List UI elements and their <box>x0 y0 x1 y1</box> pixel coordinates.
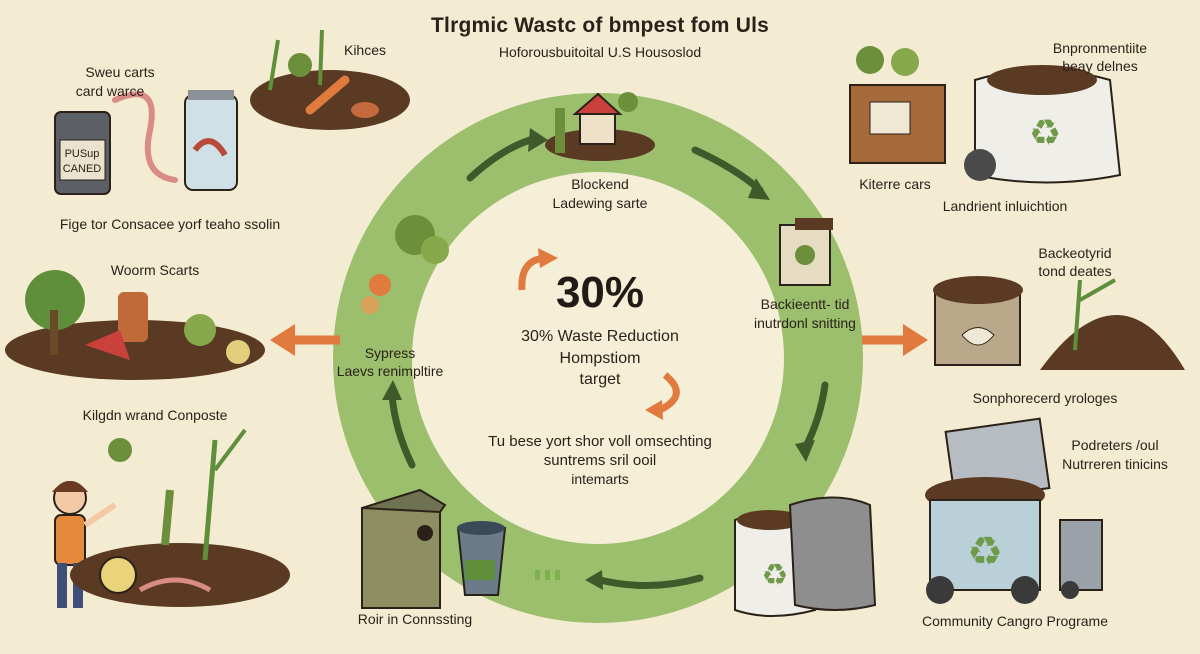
house-illustration <box>545 92 655 161</box>
label-ring-left-1: Sypress <box>364 345 416 361</box>
orange-arrow-right <box>862 324 928 356</box>
can-label-1: PUSup <box>64 148 100 160</box>
label-left-upper: Fige tor Consacee yorf teaho ssolin <box>59 216 281 232</box>
ring-arrow-top-left <box>466 136 534 182</box>
person-illustration <box>52 438 132 608</box>
svg-text:♻: ♻ <box>967 529 1003 575</box>
label-bottom-left: Roir in Connssting <box>357 611 473 627</box>
recycle-arrow-orange-bottom <box>658 372 680 414</box>
recycle-arrowhead-bottom <box>645 400 663 420</box>
wheel-icon <box>964 149 996 181</box>
label-right-mid-2: tond deates <box>1038 263 1112 279</box>
worm-icon <box>112 91 178 183</box>
center-bottom-line-2: suntrems sril ooil <box>543 452 657 469</box>
jar-illustration <box>184 90 238 191</box>
label-ring-top-1: Blockend <box>571 176 629 192</box>
center-line-3: target <box>579 371 621 388</box>
ring-arrows <box>388 136 829 590</box>
recycle-bag-top-right: ♻ <box>974 65 1122 184</box>
svg-text:♻: ♻ <box>1029 113 1061 154</box>
label-ring-left-2: Laevs renimpltire <box>336 363 444 379</box>
garden-bed-illustration <box>70 428 290 607</box>
label-right-mid-1: Backeotyrid <box>1038 245 1112 261</box>
label-top-left-2: card warce <box>75 83 145 99</box>
recycle-arrowhead-top <box>538 248 558 268</box>
leaves-illustration <box>395 215 449 264</box>
label-left-mid-title: Woorm Scarts <box>110 262 200 278</box>
label-ring-top-2: Ladewing sarte <box>552 195 648 211</box>
center-bottom-line-1: Tu bese yort shor voll omsechting <box>488 433 712 450</box>
center-percent: 30% <box>555 268 645 317</box>
diagram-subtitle: Hoforousbuitoital U.S Housoslod <box>498 44 702 60</box>
ring-arrow-bottom <box>596 574 704 590</box>
center-line-2: Hompstiom <box>559 350 641 367</box>
ring-dashes <box>535 570 560 580</box>
label-left-mid-bottom: Kilgdn wrand Conposte <box>82 407 228 423</box>
seed-packet-illustration <box>779 218 833 286</box>
label-bottom-right-2: Nutrreren tinicins <box>1062 456 1168 472</box>
svg-text:♻: ♻ <box>762 558 789 593</box>
soil-box-right <box>933 276 1023 366</box>
label-right-upper-2: Landrient inluichtion <box>942 198 1068 214</box>
ring-arrow-left <box>388 391 416 469</box>
can-illustration <box>54 111 111 195</box>
label-ring-right-2: inutrdonl snitting <box>754 315 856 331</box>
recycling-cart-illustration: ♻ <box>925 417 1103 604</box>
vegetable-pile-illustration <box>250 29 410 130</box>
bucket-illustration <box>456 521 507 596</box>
center-line-1: 30% Waste Reduction <box>521 328 679 345</box>
ring-arrowheads <box>382 128 815 590</box>
can-label-2: CANED <box>62 163 102 175</box>
label-top-right-1: Bnpronmentiite <box>1052 40 1148 56</box>
label-right-mid-bottom: Sonphorecerd yrologes <box>972 390 1118 406</box>
soil-mound-right <box>1040 278 1185 370</box>
compost-pile-left <box>5 270 265 380</box>
center-bottom-line-3: intemarts <box>571 471 629 487</box>
orange-arrow-left <box>270 324 340 356</box>
label-top-right-2: beay delnes <box>1062 58 1138 74</box>
diagram-title: Tlrgmic Wastc of bmpest fom Uls <box>431 14 769 37</box>
label-right-upper-1: Kiterre cars <box>859 176 931 192</box>
label-bottom-right-1: Podreters /oul <box>1071 437 1159 453</box>
label-ring-right-1: Backieentt- tid <box>760 296 850 312</box>
compost-bin-illustration <box>361 488 447 609</box>
label-top-mid-left: Kihces <box>343 42 387 58</box>
crate-illustration <box>849 46 946 164</box>
label-top-left-1: Sweu carts <box>85 64 155 80</box>
recycle-bags-bottom: ♻ <box>734 496 877 617</box>
label-bottom-right-title: Community Cangro Programe <box>922 613 1108 629</box>
carrot-icon <box>361 274 391 314</box>
